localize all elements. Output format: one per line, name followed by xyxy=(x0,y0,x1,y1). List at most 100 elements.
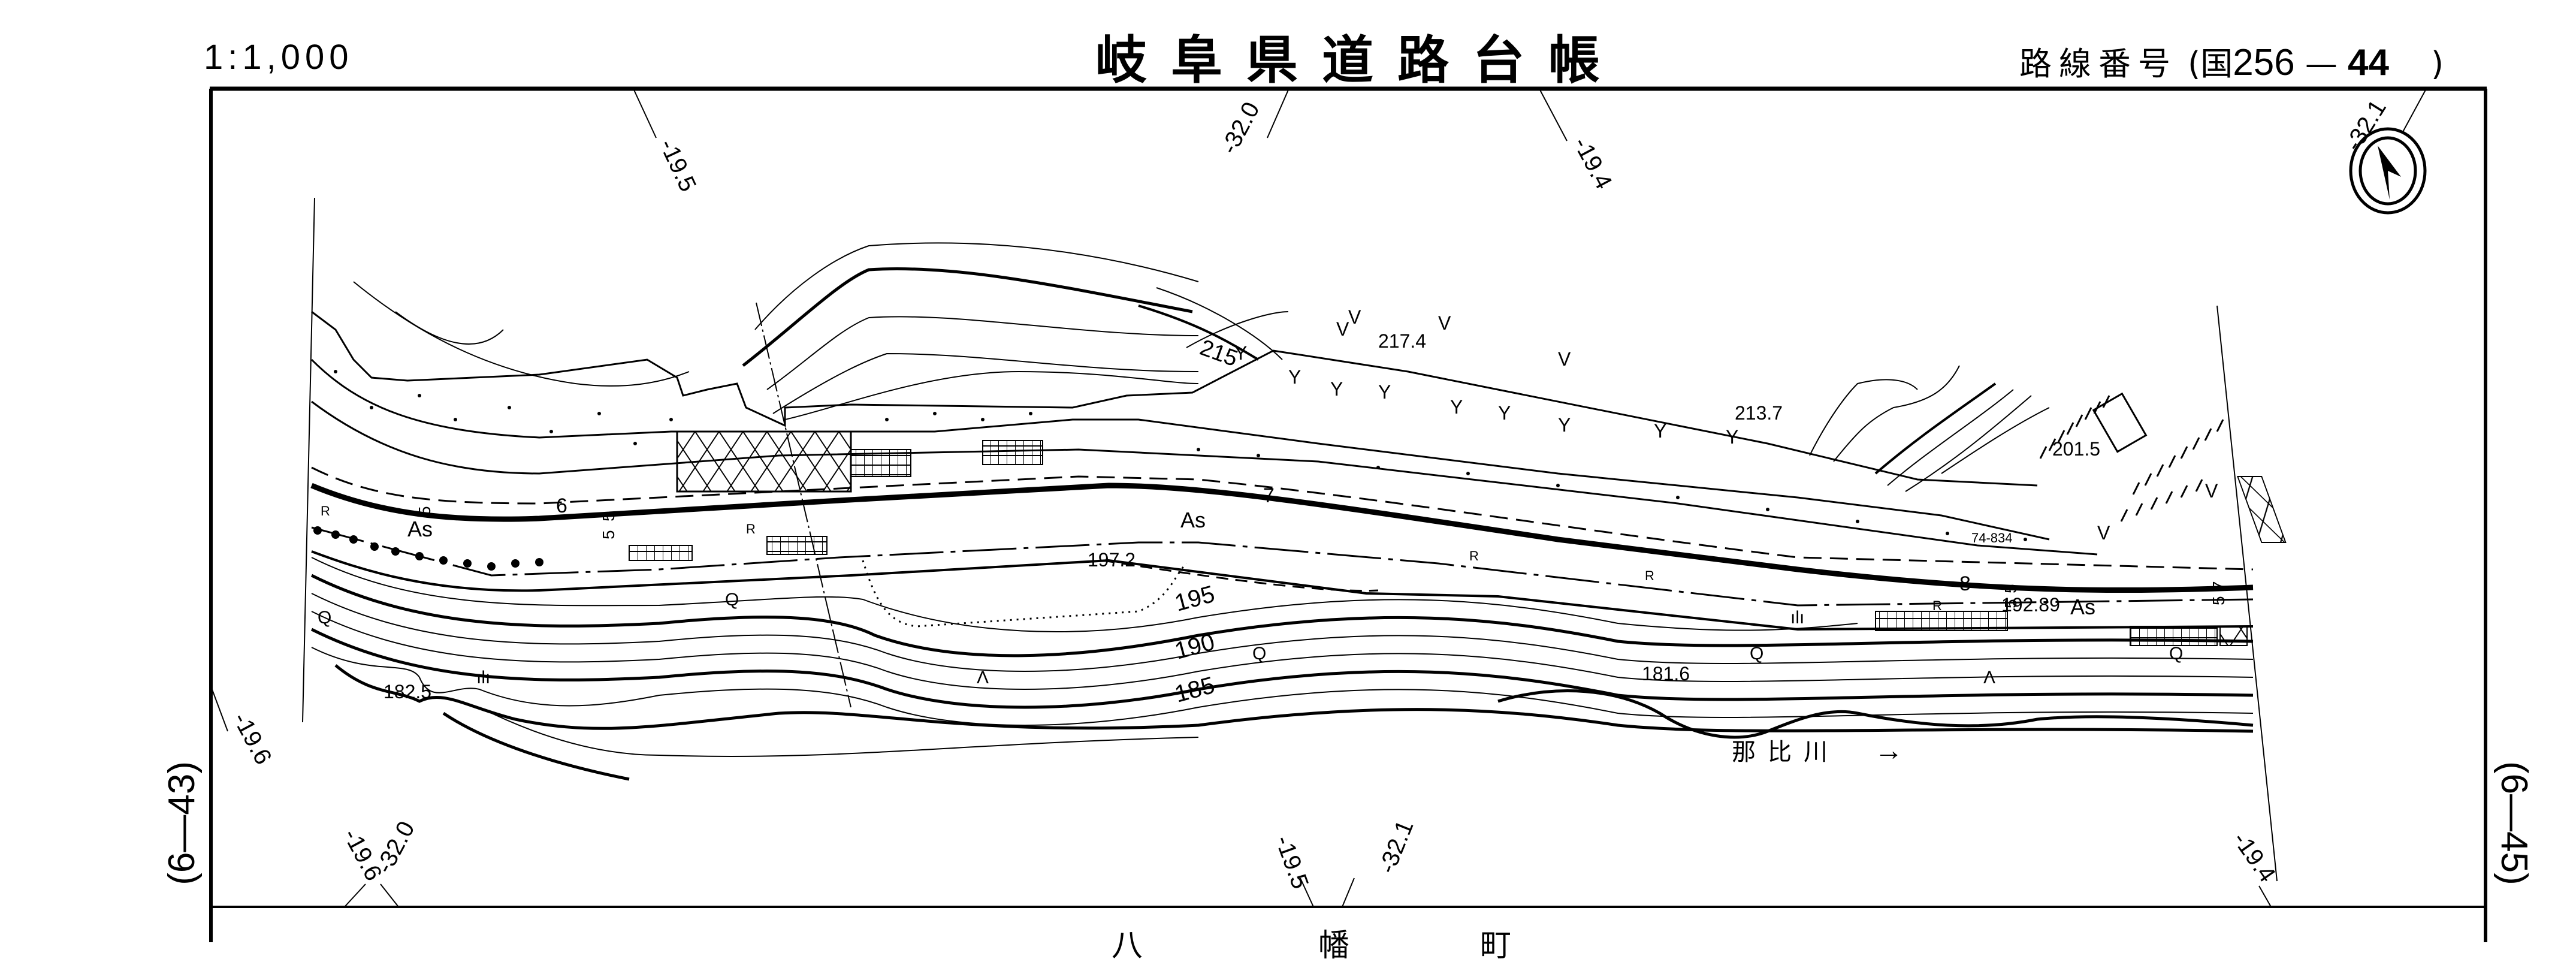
spot-height: 192.89 xyxy=(2001,594,2060,616)
spot-height: 197.2 xyxy=(1088,549,1136,571)
station-number: 8 xyxy=(1959,572,1971,595)
spot-heights: 217.4 213.7 201.5 197.2 192.89 182.5 181… xyxy=(383,330,2100,702)
benchmark-label: 74-834 xyxy=(1971,530,2013,545)
station-number: 6 xyxy=(556,494,567,517)
river-symbols: Q Q Q Q Q Λ Λ ılı ılı xyxy=(318,590,2183,687)
north-arrow-icon xyxy=(2349,127,2427,215)
page-title: 岐阜県道路台帳 xyxy=(1095,31,1624,91)
svg-text:V: V xyxy=(1336,318,1349,340)
retaining-wall-block xyxy=(2130,626,2218,646)
width-mark: 5 xyxy=(599,530,618,539)
river-flow-arrow-icon: → xyxy=(1874,735,1903,767)
river-name-label: 那比川 xyxy=(1732,739,1840,765)
route-prefix: 国 xyxy=(2200,45,2233,83)
width-mark: 5 xyxy=(2001,599,2020,608)
route-number-value: 256 xyxy=(2233,42,2295,83)
svg-text:Q: Q xyxy=(1750,644,1763,664)
adjacent-sheet-right[interactable]: (6—45) xyxy=(2493,761,2535,885)
contour-label: 185 xyxy=(1172,672,1218,708)
surface-label: As xyxy=(2070,595,2095,619)
svg-text:V: V xyxy=(1558,348,1571,370)
width-mark: 5 xyxy=(599,512,618,521)
slope-hatching xyxy=(2039,395,2224,522)
spot-height: 182.5 xyxy=(383,681,431,702)
width-mark: 5 xyxy=(2209,596,2228,605)
grid-label: -19.4 xyxy=(1568,133,1617,194)
svg-text:V: V xyxy=(1348,306,1361,328)
flat-area-outline xyxy=(862,560,1188,628)
rail-label: R xyxy=(1469,548,1479,563)
width-mark: 5 xyxy=(2001,584,2020,593)
map-scale: 1:1,000 xyxy=(204,38,354,77)
svg-text:Y: Y xyxy=(1450,396,1463,418)
svg-text:Q: Q xyxy=(318,608,331,628)
right-hill-contours xyxy=(1809,365,2050,492)
road-ledger-map[interactable]: -19.5 -32.0 -19.4 -32.1 -19.6 -19.6 -32.… xyxy=(0,0,2576,942)
svg-text:Y: Y xyxy=(1288,366,1301,388)
grid-label: -19.5 xyxy=(654,135,701,195)
grid-label: -32.0 xyxy=(371,817,420,877)
grid-ticks xyxy=(210,89,2426,907)
river-contours xyxy=(310,557,2254,781)
guardrail xyxy=(313,526,543,571)
map-frame xyxy=(209,86,2487,942)
svg-text:Q: Q xyxy=(725,590,739,610)
retaining-wall-block xyxy=(766,536,828,555)
surface-label: As xyxy=(407,517,433,541)
rail-label: R xyxy=(321,503,330,518)
svg-text:Λ: Λ xyxy=(977,668,989,687)
svg-text:Y: Y xyxy=(1234,342,1247,364)
svg-text:Y: Y xyxy=(1498,402,1511,424)
width-mark: 5 xyxy=(415,506,434,515)
width-marks: 5 5 5 5 5 7 5 xyxy=(415,506,2228,608)
station-number: 7 xyxy=(1263,484,1275,507)
width-mark: 7 xyxy=(2209,581,2228,590)
svg-text:Y: Y xyxy=(1558,414,1571,436)
svg-text:Y: Y xyxy=(1330,378,1343,400)
route-open-paren: ( xyxy=(2188,45,2201,83)
route-close-paren: ) xyxy=(2431,45,2444,83)
svg-text:ılı: ılı xyxy=(1790,608,1804,628)
grid-label: -32.1 xyxy=(2340,95,2391,156)
contour-label: 195 xyxy=(1172,581,1218,617)
retaining-wall-block xyxy=(629,545,693,561)
grid-label: -32.0 xyxy=(1216,98,1265,158)
spot-height: 201.5 xyxy=(2052,438,2100,460)
route-sheet-number: 44 xyxy=(2348,42,2390,83)
svg-text:Y: Y xyxy=(1726,426,1738,448)
svg-text:V: V xyxy=(2097,522,2110,544)
spot-height: 213.7 xyxy=(1735,402,1783,424)
svg-text:Q: Q xyxy=(1252,644,1266,664)
svg-text:Y: Y xyxy=(1378,381,1391,403)
grid-label: -19.6 xyxy=(228,708,277,769)
route-number: 路線番号 (国256 — 44) xyxy=(2019,37,2444,85)
grid-labels: -19.5 -32.0 -19.4 -32.1 -19.6 -19.6 -32.… xyxy=(228,95,2391,892)
road xyxy=(310,466,2254,631)
surface-labels: As As As xyxy=(407,508,2095,619)
rail-labels: R R R R R xyxy=(321,503,1942,613)
route-number-label: 路線番号 xyxy=(2019,45,2178,83)
svg-text:V: V xyxy=(2205,480,2218,502)
surface-label: As xyxy=(1180,508,1206,532)
building-outline xyxy=(2092,392,2148,453)
rail-label: R xyxy=(1932,598,1942,613)
svg-text:Q: Q xyxy=(2169,644,2183,664)
river-name: 那比川 → xyxy=(1732,735,1903,767)
svg-text:Y: Y xyxy=(1654,420,1666,442)
grid-label: -32.1 xyxy=(1374,816,1419,877)
rail-label: R xyxy=(1645,568,1654,583)
rail-label: R xyxy=(746,521,756,536)
svg-text:ılı: ılı xyxy=(476,668,490,687)
spot-height: 181.6 xyxy=(1642,663,1690,684)
svg-text:V: V xyxy=(1438,312,1451,334)
retaining-wall-block xyxy=(1875,611,2008,631)
svg-text:Λ: Λ xyxy=(1983,668,1995,687)
contour-label: 190 xyxy=(1172,629,1218,665)
station-numbers: 6 7 8 xyxy=(556,484,1971,595)
embankment-dots xyxy=(334,370,2027,541)
route-dash: — xyxy=(2305,45,2338,83)
spot-height: 217.4 xyxy=(1378,330,1426,352)
grid-label: -19.5 xyxy=(1270,832,1314,892)
upper-contours xyxy=(353,242,1289,420)
